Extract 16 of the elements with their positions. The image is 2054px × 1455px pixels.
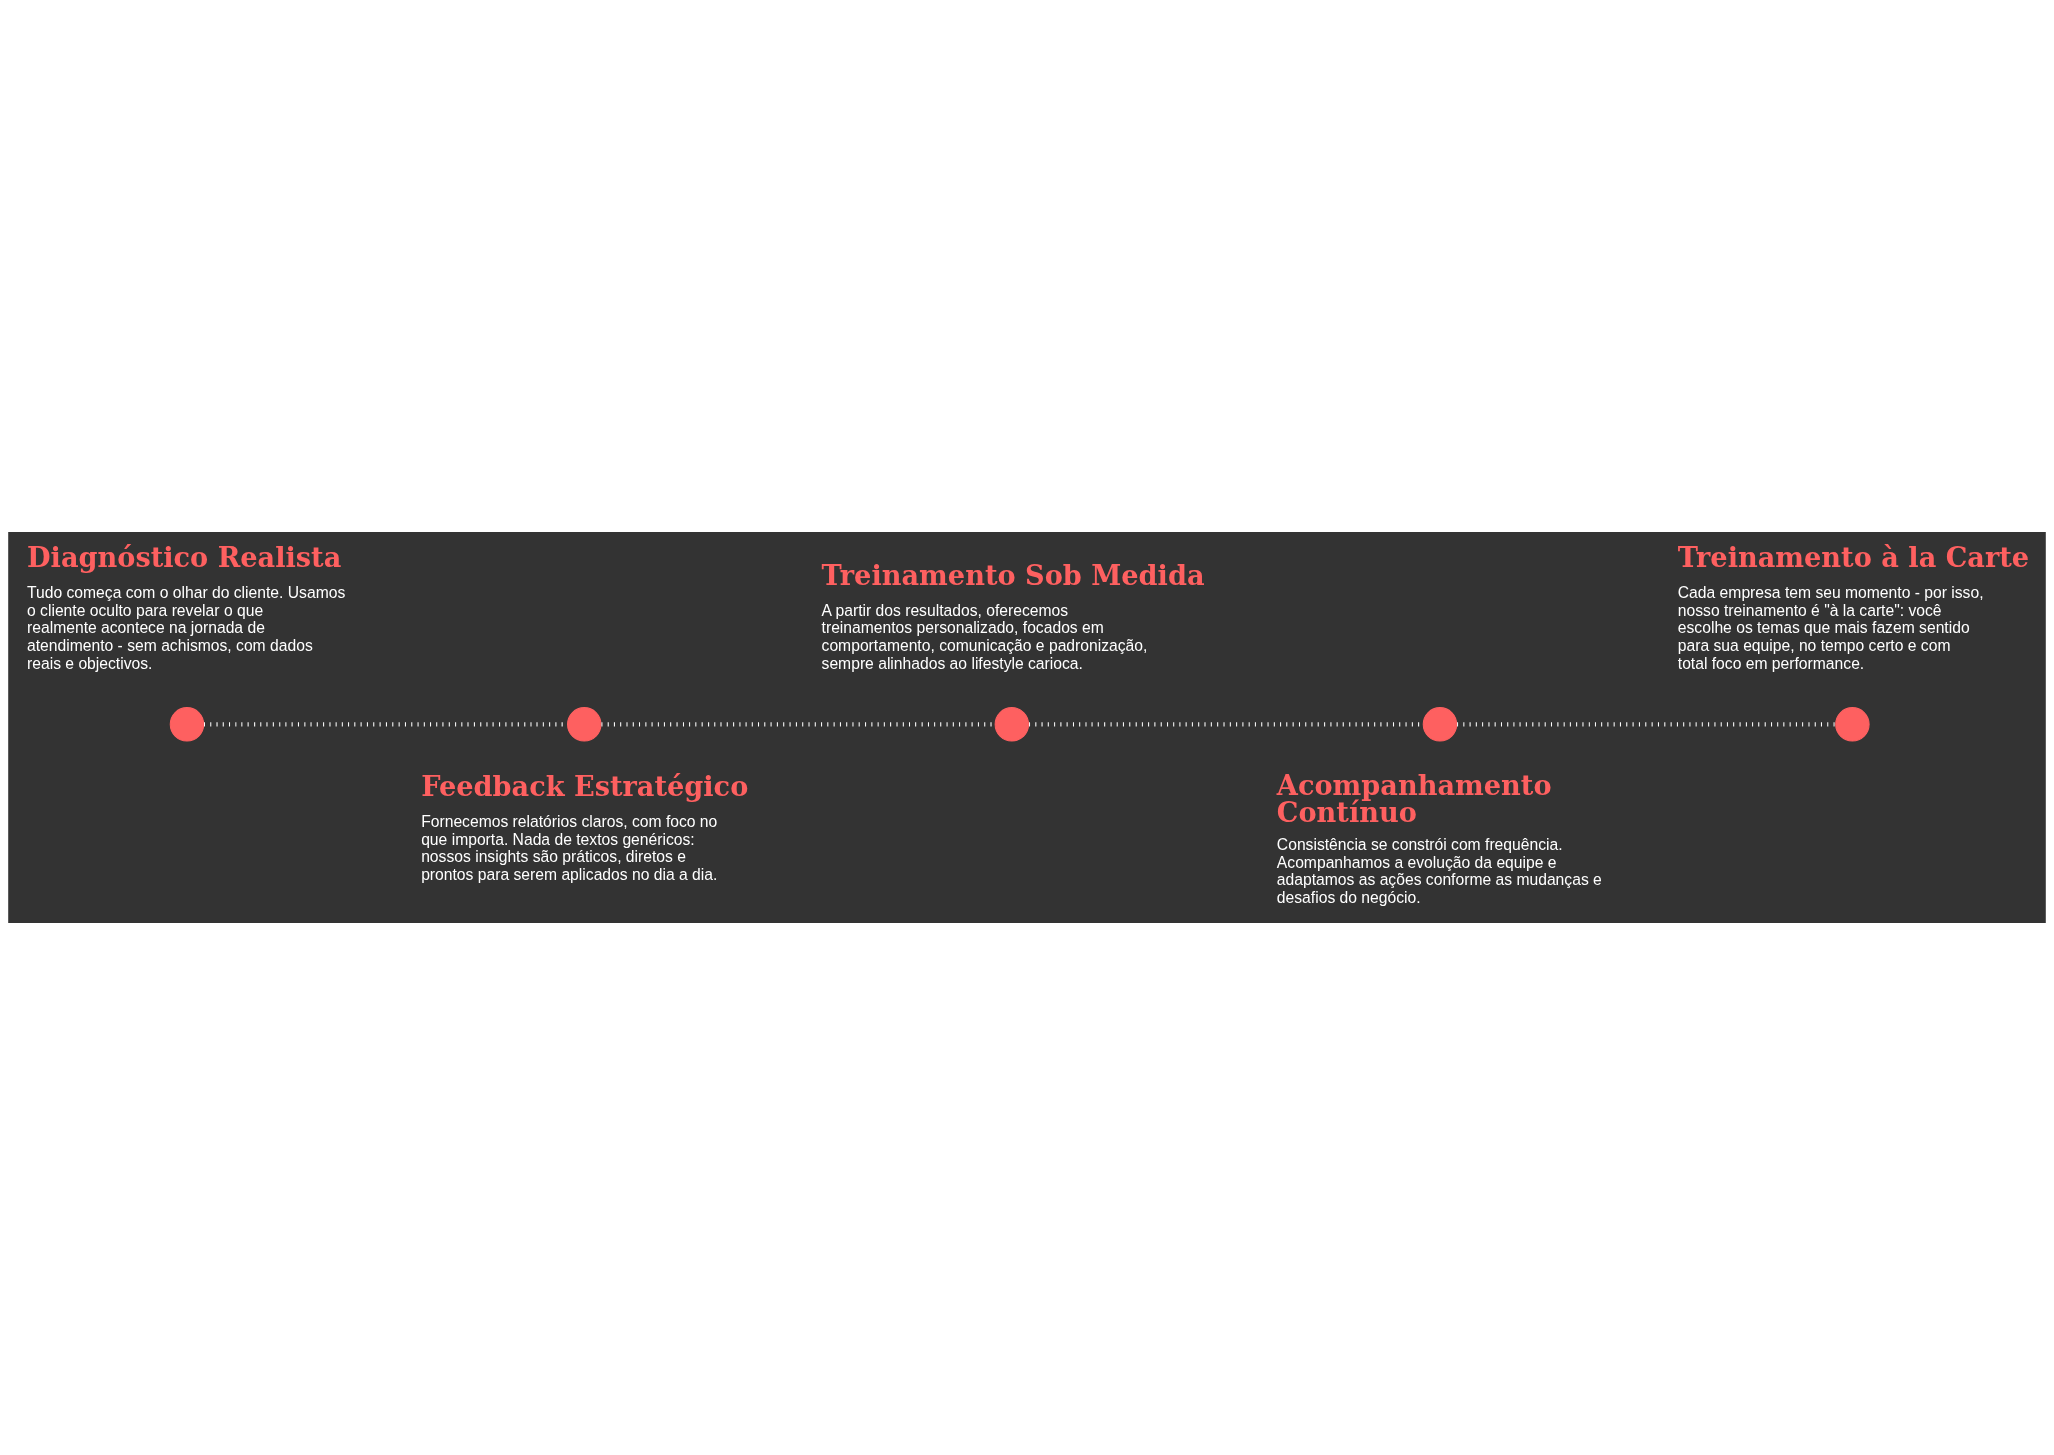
- node-circle: [169, 707, 205, 742]
- node-label: Acompanhamento Contínuo: [1276, 769, 1552, 829]
- node-label: Treinamento à la Carte: [1677, 541, 2030, 574]
- node-circle: [994, 707, 1030, 742]
- node-label: Feedback Estratégico: [421, 770, 749, 803]
- node-label: Diagnóstico Realista: [27, 541, 342, 574]
- node-circle: [1835, 707, 1870, 742]
- node-label: A partir dos resultados, oferecemos treinamentos personalizado, focados em comportamento, comunicação e padronização, sempre alinhados ao lifestyle carioca.: [821, 601, 1148, 672]
- node-circle: [1422, 707, 1458, 742]
- node-label: Treinamento Sob Medida: [821, 559, 1205, 592]
- node-label: Consistência se constrói com frequência. Acompanhamos a evolução da equipe e adaptamos as ações conforme as mudanças e desafios do negócio.: [1276, 835, 1602, 907]
- node-label: Cada empresa tem seu momento - por isso, nosso treinamento é "à la carte": você escolhe os temas que mais fazem sentido para sua equipe, no tempo certo e com total foco em performance.: [1677, 583, 1984, 672]
- connector: [1457, 722, 1836, 727]
- node-label: Tudo começa com o olhar do cliente. Usamos o cliente oculto para revelar o que realmente acontece na jornada de atendimento - sem achismos, com dados reais e objectivos.: [27, 583, 346, 672]
- node-circle: [567, 707, 602, 742]
- node-label: Fornecemos relatórios claros, com foco no que importa. Nada de textos genéricos: nossos insights são práticos, diretos e prontos para serem aplicados no dia a dia.: [421, 812, 718, 884]
